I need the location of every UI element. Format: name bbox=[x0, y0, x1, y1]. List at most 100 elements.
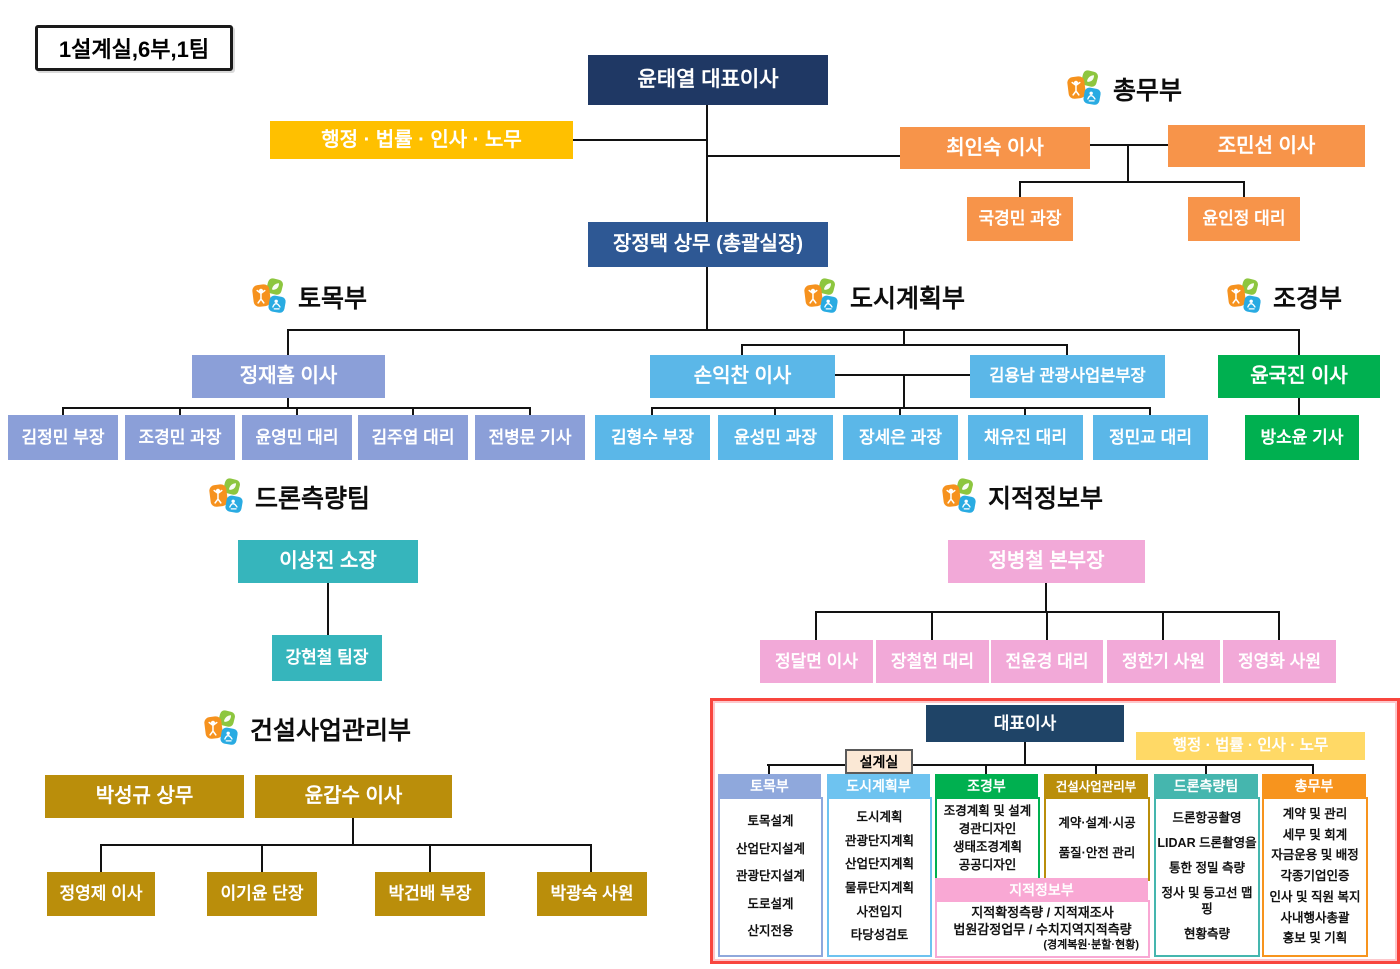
org-box-member: 방소윤 기사 bbox=[1245, 415, 1359, 460]
dept-label-urban: 도시계획부 bbox=[803, 278, 965, 316]
connector-line bbox=[1045, 583, 1047, 612]
org-box-director: 최인숙 이사 bbox=[900, 127, 1090, 169]
company-logo-icon bbox=[941, 478, 979, 516]
summary-item: 홍보 및 기획 bbox=[1282, 931, 1348, 946]
connector-line bbox=[1066, 344, 1068, 355]
connector-line bbox=[903, 329, 905, 345]
summary-col-body: 계약 및 관리 세무 및 회계 자금운용 및 배정 각종기업인증 인사 및 직원… bbox=[1262, 797, 1368, 957]
summary-item: 물류단지계획 bbox=[844, 881, 914, 895]
org-box-member: 장세은 과장 bbox=[843, 415, 958, 460]
summary-ceo-box: 대표이사 bbox=[926, 705, 1124, 742]
summary-item: 타당성검토 bbox=[850, 928, 909, 943]
summary-item: 정사 및 등고선 맵핑 bbox=[1161, 886, 1253, 916]
org-box-member: 윤성민 과장 bbox=[718, 415, 833, 460]
connector-line bbox=[1312, 764, 1314, 775]
connector-line bbox=[287, 329, 1300, 331]
summary-item: 관광단지설계 bbox=[735, 869, 805, 884]
summary-col-body: 계약·설계·시공 품질·안전 관리 bbox=[1044, 797, 1150, 881]
connector-line bbox=[296, 407, 298, 415]
connector-line bbox=[985, 764, 987, 775]
connector-line bbox=[412, 407, 414, 415]
connector-line bbox=[1090, 144, 1168, 146]
summary-col-header: 토목부 bbox=[718, 774, 821, 797]
org-box-admin-staff: 행정 · 법률 · 인사 · 노무 bbox=[270, 121, 573, 159]
connector-line bbox=[261, 844, 263, 872]
connector-line bbox=[815, 611, 817, 640]
org-box-member: 조경민 과장 bbox=[125, 415, 235, 460]
dept-label-drone: 드론측량팀 bbox=[208, 478, 370, 516]
org-box-head: 이상진 소장 bbox=[238, 540, 418, 583]
org-box-member: 강현철 팀장 bbox=[272, 635, 382, 681]
connector-line bbox=[651, 407, 653, 415]
connector-line bbox=[429, 844, 431, 872]
dept-label-construction: 건설사업관리부 bbox=[203, 710, 411, 748]
org-box-member: 장철헌 대리 bbox=[876, 640, 989, 683]
org-box-head: 정병철 본부장 bbox=[948, 540, 1145, 583]
org-box-member: 정달면 이사 bbox=[760, 640, 873, 683]
summary-admin-box: 행정 · 법률 · 인사 · 노무 bbox=[1136, 732, 1365, 760]
summary-item: 공공디자인 bbox=[958, 858, 1017, 873]
summary-item: 산업단지계획 bbox=[844, 857, 914, 872]
summary-item: 도로설계 bbox=[747, 896, 794, 911]
org-box-head: 박성규 상무 bbox=[45, 775, 244, 818]
summary-col-body: 조경계획 및 설계 경관디자인 생태조경계획 공공디자인 bbox=[935, 797, 1040, 881]
org-box-member: 국경민 과장 bbox=[967, 197, 1073, 241]
company-logo-icon bbox=[203, 710, 241, 748]
connector-line bbox=[590, 844, 592, 872]
connector-line bbox=[903, 374, 905, 409]
org-count-badge: 1설계실,6부,1팀 bbox=[35, 25, 233, 71]
org-box-member: 정민교 대리 bbox=[1093, 415, 1208, 460]
company-logo-icon bbox=[803, 278, 841, 316]
company-logo-icon bbox=[208, 478, 246, 516]
org-box-member: 이기윤 단장 bbox=[207, 872, 317, 916]
dept-label-text: 도시계획부 bbox=[850, 285, 966, 313]
org-box-member: 김정민 부장 bbox=[8, 415, 118, 460]
connector-line bbox=[768, 764, 770, 775]
dept-label-text: 조경부 bbox=[1273, 285, 1343, 313]
connector-line bbox=[706, 267, 708, 330]
connector-line bbox=[1278, 611, 1280, 640]
summary-col-body: 토목설계 산업단지설계 관광단지설계 도로설계 산지전용 bbox=[718, 797, 823, 957]
company-logo-icon bbox=[1066, 70, 1104, 108]
connector-line bbox=[179, 407, 181, 415]
connector-line bbox=[1095, 764, 1097, 775]
connector-line bbox=[707, 155, 900, 157]
connector-line bbox=[741, 344, 743, 355]
connector-line bbox=[1149, 407, 1151, 415]
connector-line bbox=[287, 329, 289, 355]
dept-label-text: 토목부 bbox=[298, 285, 368, 313]
summary-item: 통한 정밀 측량 bbox=[1169, 861, 1245, 876]
dept-label-landscape: 조경부 bbox=[1226, 278, 1342, 316]
summary-col-header: 총무부 bbox=[1262, 774, 1366, 797]
connector-line bbox=[1243, 181, 1245, 197]
org-box-member: 정영제 이사 bbox=[47, 872, 155, 916]
connector-line bbox=[100, 844, 102, 872]
dept-label-civil: 토목부 bbox=[251, 278, 367, 316]
summary-item: 산업단지설계 bbox=[735, 841, 805, 856]
summary-item: 품질·안전 관리 bbox=[1058, 846, 1136, 861]
connector-line bbox=[706, 105, 708, 222]
dept-label-text: 지적정보부 bbox=[988, 485, 1104, 513]
summary-item: 현황측량 bbox=[1183, 927, 1230, 941]
summary-col-header: 도시계획부 bbox=[827, 774, 930, 797]
summary-item: 계약 및 관리 bbox=[1282, 807, 1348, 822]
connector-line bbox=[767, 764, 1314, 766]
summary-cadastral-body: 지적확정측량 / 지적재조사 법원감정업무 / 수치지역지적측량 (경계복원·분… bbox=[935, 900, 1150, 958]
connector-line bbox=[835, 374, 970, 376]
summary-item: 사전입지 bbox=[856, 904, 903, 919]
org-box-coo: 장정택 상무 (총괄실장) bbox=[588, 222, 828, 267]
connector-line bbox=[931, 611, 933, 640]
org-box-director: 조민선 이사 bbox=[1168, 125, 1365, 167]
org-box-member: 전병문 기사 bbox=[475, 415, 585, 460]
org-box-head: 윤국진 이사 bbox=[1218, 355, 1380, 398]
connector-line bbox=[1046, 611, 1048, 640]
connector-line bbox=[1162, 611, 1164, 640]
org-box-member: 정영화 사원 bbox=[1223, 640, 1336, 683]
org-box-member: 김주엽 대리 bbox=[358, 415, 468, 460]
org-box-member: 채유진 대리 bbox=[968, 415, 1083, 460]
connector-line bbox=[1019, 181, 1021, 197]
org-box-member: 박건배 부장 bbox=[375, 872, 485, 916]
connector-line bbox=[327, 583, 329, 635]
org-box-member: 전윤경 대리 bbox=[991, 640, 1103, 683]
